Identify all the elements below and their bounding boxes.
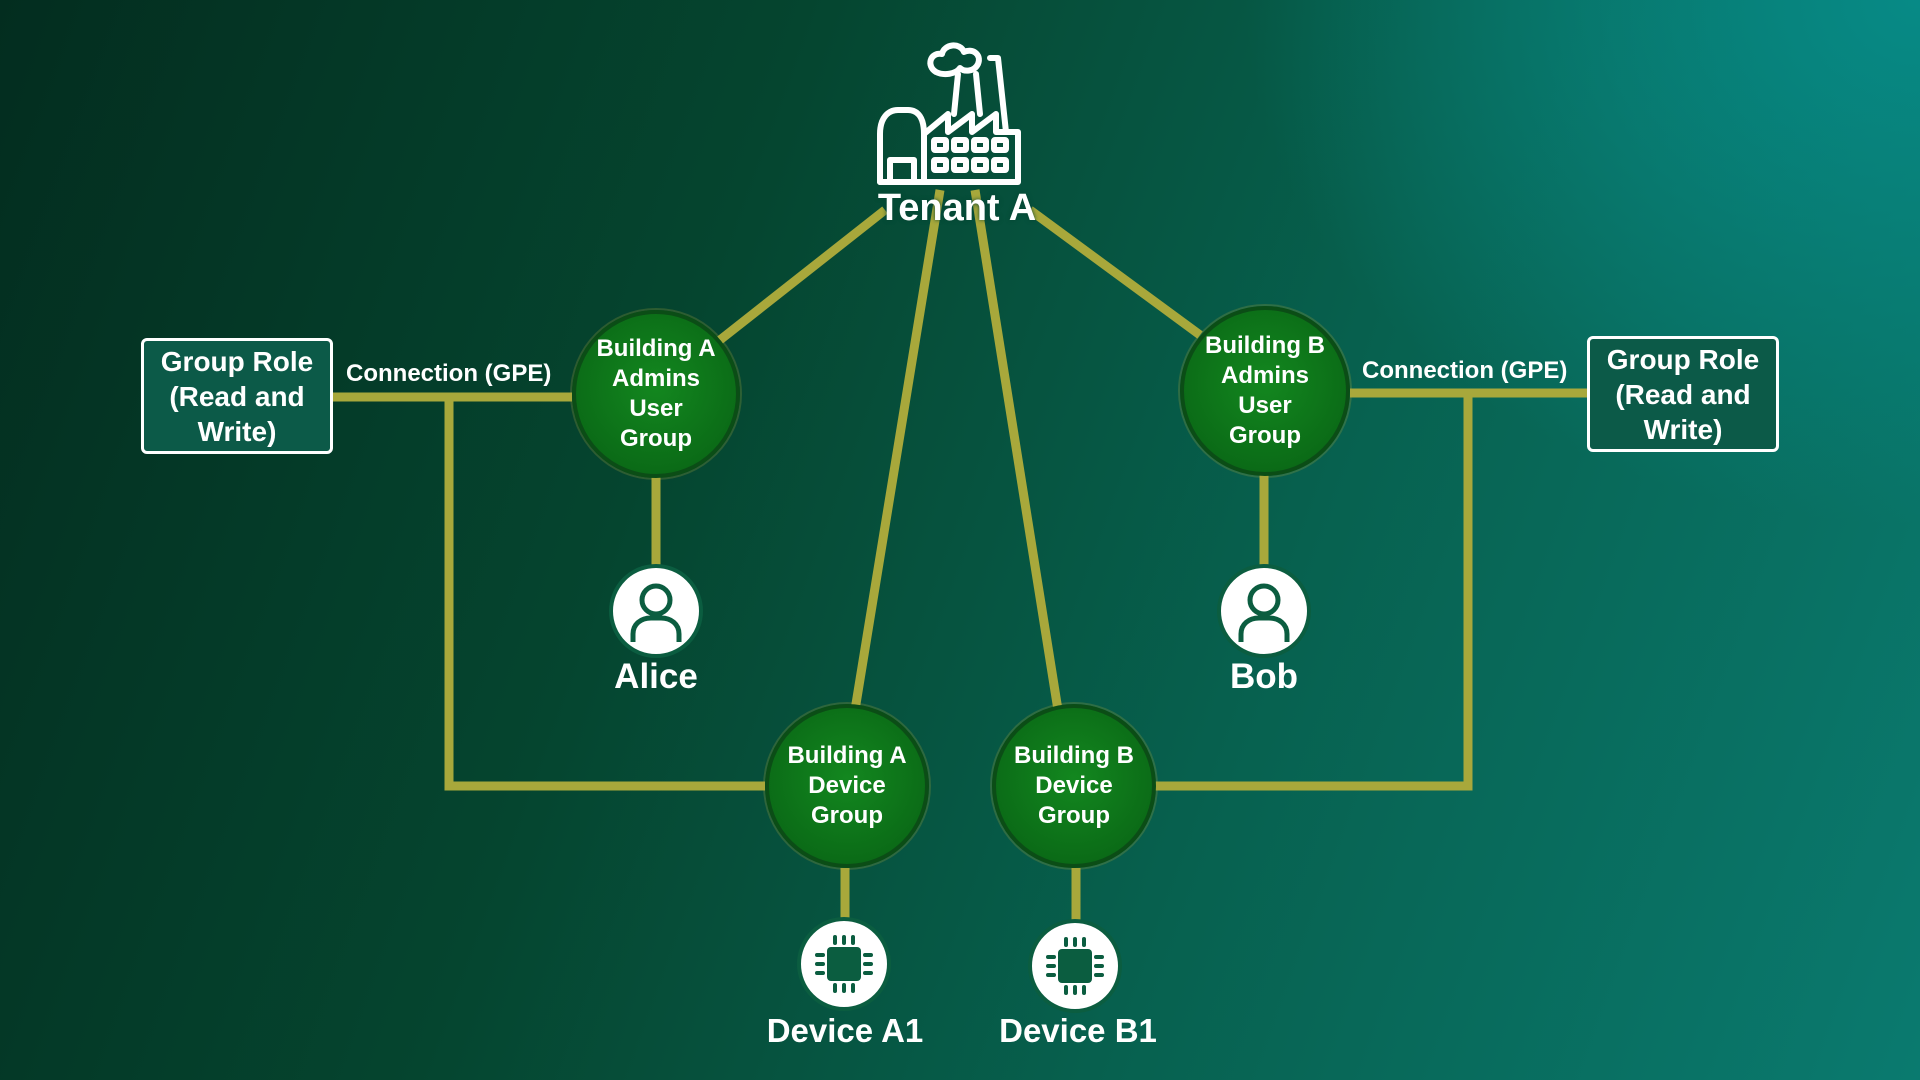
user-icon	[1238, 583, 1290, 642]
device-node-a1[interactable]	[797, 917, 891, 1011]
device-label-a1: Device A1	[766, 1012, 924, 1049]
group-role-box-right[interactable]: Group Role (Read and Write)	[1587, 336, 1779, 452]
link-tenant-usergroup-a	[717, 206, 888, 344]
link-tenant-devicegroup-b	[970, 189, 1063, 711]
user-icon	[630, 583, 682, 642]
tenant-label: Tenant A	[877, 187, 1037, 229]
tenant-node[interactable]	[868, 22, 1038, 192]
link-tenant-devicegroup-a	[850, 189, 945, 711]
connection-label-left: Connection (GPE)	[346, 360, 552, 387]
device-group-building-a[interactable]: Building A Device Group	[765, 704, 929, 868]
user-node-alice[interactable]	[609, 564, 703, 658]
link-tenant-usergroup-b	[1027, 206, 1203, 339]
user-group-building-a[interactable]: Building A Admins User Group	[572, 310, 740, 478]
user-group-building-b[interactable]: Building B Admins User Group	[1180, 306, 1350, 476]
connection-label-right: Connection (GPE)	[1362, 357, 1568, 384]
chip-icon	[815, 935, 873, 993]
link-gpe-right-to-devicegroup-b	[1155, 393, 1473, 791]
factory-icon	[877, 42, 1021, 185]
user-label-bob: Bob	[1229, 657, 1299, 696]
link-gpe-left-to-devicegroup-a	[444, 397, 765, 791]
chip-icon	[1046, 937, 1104, 995]
group-role-box-left[interactable]: Group Role (Read and Write)	[141, 338, 333, 454]
user-label-alice: Alice	[614, 657, 698, 696]
device-label-b1: Device B1	[999, 1012, 1157, 1049]
user-node-bob[interactable]	[1217, 564, 1311, 658]
device-group-building-b[interactable]: Building B Device Group	[992, 704, 1156, 868]
device-node-b1[interactable]	[1028, 919, 1122, 1013]
